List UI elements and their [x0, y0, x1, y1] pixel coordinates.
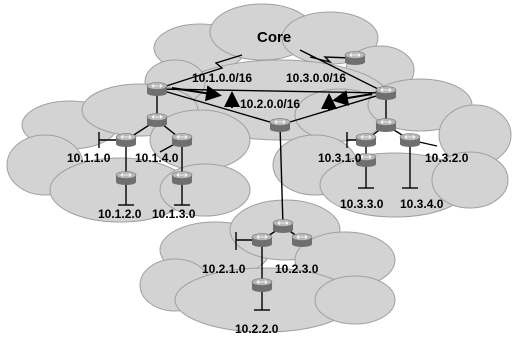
subnet-label: 10.2.1.0 [202, 262, 246, 276]
summary-arrows [171, 85, 373, 110]
subnet-label: 10.3.3.0 [340, 197, 384, 211]
router-core-bottom [269, 118, 291, 133]
router-bottom-dist [272, 219, 294, 234]
subnet-label: 10.3.1.0 [318, 151, 362, 165]
subnet-label: 10.2.2.0 [235, 322, 279, 336]
router-left-c [115, 171, 137, 186]
router-left-dist [146, 113, 168, 128]
router-right-a [355, 133, 377, 148]
router-bottom-c [251, 278, 273, 293]
summary-route-left: 10.1.0.0/16 [192, 71, 252, 85]
router-core-left [146, 82, 168, 97]
subnet-label: 10.3.2.0 [425, 151, 469, 165]
router-left-b [171, 133, 193, 148]
router-right-b [399, 133, 421, 148]
summary-route-right: 10.3.0.0/16 [286, 71, 346, 85]
router-right-dist [375, 118, 397, 133]
subnet-label: 10.1.1.0 [67, 151, 111, 165]
core-title: Core [257, 29, 291, 46]
subnet-label: 10.2.3.0 [275, 262, 319, 276]
router-left-d [171, 171, 193, 186]
subnet-label: 10.1.4.0 [135, 151, 179, 165]
router-core-right [375, 86, 397, 101]
router-bottom-a [251, 233, 273, 248]
summary-route-bottom: 10.2.0.0/16 [240, 97, 300, 111]
subnet-label: 10.3.4.0 [400, 197, 444, 211]
router-left-a [115, 133, 137, 148]
router-core-top [344, 51, 366, 66]
cloud-right [272, 78, 512, 218]
subnet-label: 10.1.3.0 [152, 207, 196, 221]
router-bottom-b [291, 233, 313, 248]
subnet-label: 10.1.2.0 [98, 207, 142, 221]
